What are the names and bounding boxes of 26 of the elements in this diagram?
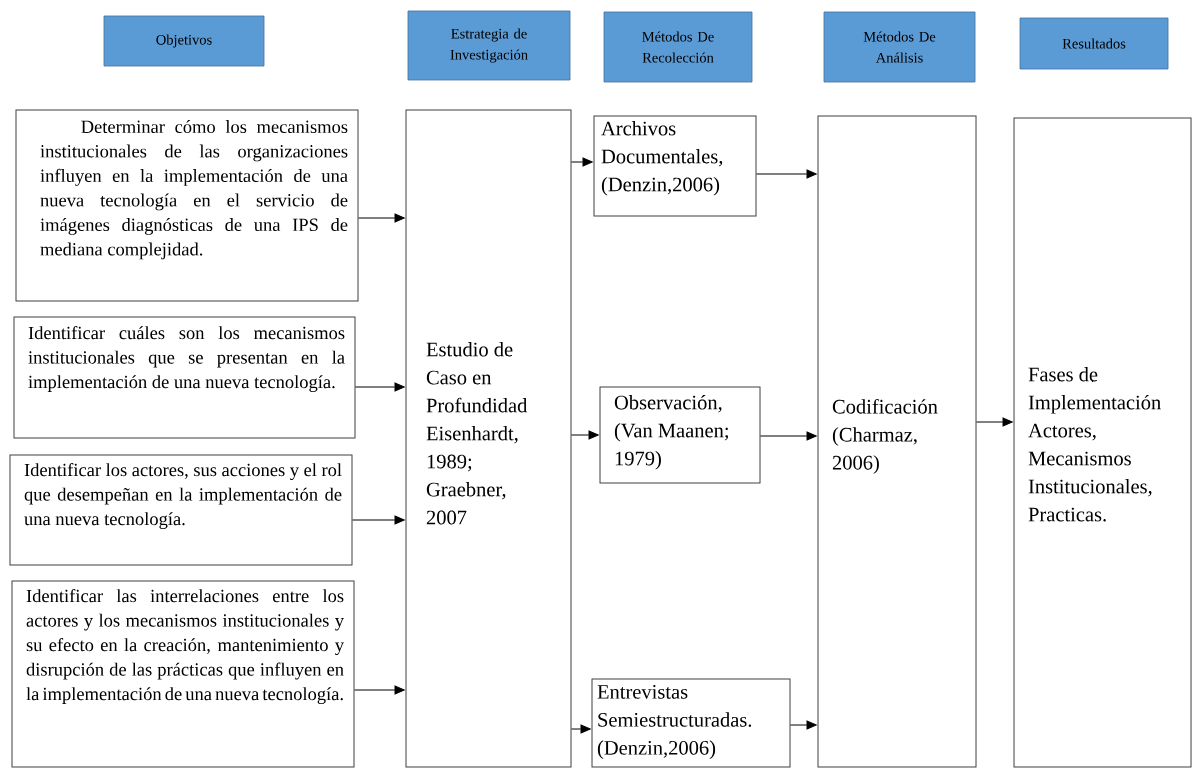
arrow	[760, 431, 817, 441]
objective-box: Determinar cómo los mecanismos institucionales de las organizaciones influyen en la implementación de una nueva tecnología en el servicio de imágenes diagnósticas de una IPS de mediana complejidad.	[15, 109, 359, 302]
arrow	[756, 169, 817, 179]
column-header: Estrategia de Investigación	[407, 10, 571, 81]
objective-box: Identificar cuáles son los mecanismos institucionales que se presentan en la implementación de una nueva tecnología.	[13, 316, 356, 439]
arrow	[976, 417, 1013, 427]
column-header: Métodos De Análisis	[823, 11, 976, 83]
process-box: Archivos Documentales, (Denzin,2006)	[593, 115, 757, 217]
arrow	[571, 430, 599, 440]
arrow	[352, 515, 405, 525]
arrow	[355, 382, 405, 392]
process-box: Fases de Implementación Actores, Mecanismos Institucionales, Practicas.	[1013, 117, 1192, 768]
arrow	[354, 685, 405, 695]
arrow	[790, 720, 817, 730]
process-box: Entrevistas Semiestructuradas. (Denzin,2006)	[591, 678, 791, 768]
column-header: Métodos De Recolección	[603, 11, 753, 83]
arrow	[571, 157, 593, 167]
column-header: Resultados	[1019, 17, 1169, 70]
arrow	[358, 213, 405, 223]
objective-box: Identificar los actores, sus acciones y el rol que desempeñan en la implementación de una nueva tecnología.	[9, 454, 353, 566]
process-box: Observación, (Van Maanen; 1979)	[599, 386, 761, 484]
column-header: Objetivos	[103, 15, 265, 67]
process-box: Estudio de Caso en Profundidad Eisenhardt, 1989; Graebner, 2007	[405, 109, 572, 768]
process-box: Codificación (Charmaz, 2006)	[817, 115, 977, 768]
arrow	[571, 724, 591, 734]
objective-box: Identificar las interrelaciones entre los actores y los mecanismos institucionales y su efecto en la creación, mantenimiento y disrupción de las prácticas que influyen en la implementación de una nueva tecnología.	[11, 580, 355, 768]
